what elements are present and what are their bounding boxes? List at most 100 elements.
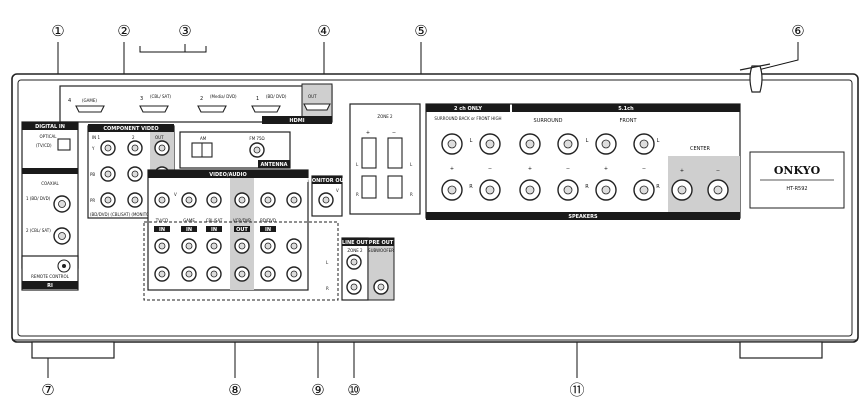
left-foot [31, 341, 115, 359]
callout-5: ⑤ [414, 22, 427, 40]
svg-text:PRE OUT: PRE OUT [369, 240, 394, 246]
svg-text:OUT: OUT [155, 135, 164, 140]
callout-1: ① [51, 22, 64, 40]
hdmi-section: HDMI 4 (GAME) 3 (CBL/ SAT) 2 (Media/ DVD… [59, 83, 333, 124]
callout-9: ⑨ [311, 381, 324, 399]
svg-text:+: + [680, 168, 684, 174]
svg-text:R: R [410, 192, 413, 197]
svg-text:SURROUND BACK or FRONT HIGH: SURROUND BACK or FRONT HIGH [434, 116, 501, 121]
svg-text:ANTENNA: ANTENNA [260, 162, 287, 168]
svg-text:2: 2 [200, 96, 203, 102]
callout-2: ② [117, 22, 130, 40]
svg-text:(Media/ DVD): (Media/ DVD) [210, 94, 237, 99]
svg-text:L: L [470, 138, 473, 144]
hdmi-port-4[interactable] [75, 105, 105, 113]
svg-text:LINE OUT: LINE OUT [342, 240, 369, 246]
zone2-speaker-section: ZONE 2 + − L R L R [349, 103, 421, 215]
svg-text:−: − [488, 166, 492, 172]
brand-logo: ONKYO [774, 164, 821, 177]
svg-text:OPTICAL: OPTICAL [40, 134, 58, 139]
svg-text:+: + [450, 166, 454, 172]
hdmi-port-3[interactable] [139, 105, 169, 113]
callout-6: ⑥ [791, 22, 804, 40]
svg-text:−: − [642, 166, 646, 172]
hdmi-label: HDMI [289, 118, 304, 124]
svg-text:2 ch ONLY: 2 ch ONLY [454, 106, 482, 112]
hdmi-port-1[interactable] [251, 105, 281, 113]
svg-text:1: 1 [256, 96, 259, 102]
svg-text:OUT: OUT [308, 94, 317, 99]
callout-8: ⑧ [228, 381, 241, 399]
svg-text:2 (CBL/ SAT): 2 (CBL/ SAT) [26, 228, 51, 233]
speakers-section: 2 ch ONLY 5.1ch SURROUND BACK or FRONT H… [425, 103, 741, 220]
svg-text:R: R [326, 286, 329, 291]
video-audio-section: VIDEO/AUDIO V TV/CD GAME CBL/SAT VCR/DVR… [143, 169, 339, 301]
model-number: HT-R592 [786, 186, 807, 192]
svg-text:−: − [392, 130, 396, 136]
svg-text:(BD/ DVD): (BD/ DVD) [266, 94, 287, 99]
hdmi-in-4[interactable]: 4 (GAME) [68, 98, 105, 113]
pre-out-section: PRE OUT SUBWOOFER [367, 237, 395, 301]
svg-text:Y: Y [91, 146, 95, 151]
speaker-terminals[interactable] [441, 133, 729, 201]
svg-text:REMOTE CONTROL: REMOTE CONTROL [31, 274, 69, 279]
svg-text:−: − [716, 168, 720, 174]
antenna-section: AM FM 75Ω ANTENNA [179, 131, 291, 169]
svg-text:CENTER: CENTER [690, 146, 711, 152]
hdmi-port-out[interactable] [303, 103, 331, 111]
svg-text:OUT: OUT [236, 227, 248, 233]
zone2-terminals[interactable] [361, 137, 403, 199]
svg-text:TV/CD: TV/CD [155, 218, 168, 223]
svg-text:+: + [528, 166, 532, 172]
hdmi-port-2[interactable] [197, 105, 227, 113]
audio-jacks[interactable] [154, 238, 302, 282]
svg-text:PB: PB [90, 172, 95, 177]
svg-text:IN 1: IN 1 [92, 135, 100, 140]
svg-text:R: R [469, 184, 473, 190]
svg-text:BD/DVD: BD/DVD [260, 218, 276, 223]
monitor-out-section: MONITOR OUT V [307, 175, 348, 217]
remote-control-section: REMOTE CONTROL RI [21, 255, 79, 291]
svg-text:L: L [326, 260, 329, 265]
hdmi-in-3[interactable]: 3 (CBL/ SAT) [139, 94, 171, 113]
right-foot [739, 341, 823, 359]
callouts: ① ② ③ ④ ⑤ ⑥ ⑦ ⑧ ⑨ ⑩ ⑪ [41, 22, 804, 399]
svg-text:L: L [586, 138, 589, 144]
svg-text:+: + [604, 166, 608, 172]
brand-plate: ONKYO HT-R592 [749, 151, 845, 209]
optical-input[interactable] [57, 138, 71, 151]
line-out-section: LINE OUT ZONE 2 L R [326, 237, 369, 301]
svg-text:(BD/DVD) (CBL/SAT) (MONITOR): (BD/DVD) (CBL/SAT) (MONITOR) [90, 212, 154, 217]
svg-text:VCR/DVR: VCR/DVR [233, 218, 251, 223]
svg-text:−: − [566, 166, 570, 172]
svg-text:3: 3 [140, 96, 143, 102]
video-jacks[interactable] [154, 192, 302, 208]
svg-text:FRONT: FRONT [619, 118, 637, 124]
svg-text:R: R [356, 192, 359, 197]
svg-text:ZONE 2: ZONE 2 [347, 248, 363, 253]
hdmi-in-2[interactable]: 2 (Media/ DVD) [197, 94, 237, 113]
svg-text:IN: IN [159, 227, 165, 233]
svg-text:COAXIAL: COAXIAL [41, 181, 59, 186]
svg-text:AM: AM [200, 136, 207, 141]
svg-text:IN: IN [265, 227, 271, 233]
svg-text:IN: IN [186, 227, 192, 233]
svg-text:L: L [356, 162, 359, 167]
video-audio-title: VIDEO/AUDIO [209, 172, 246, 178]
hdmi-out[interactable]: OUT [303, 94, 331, 111]
svg-text:IN: IN [211, 227, 217, 233]
svg-text:R: R [585, 184, 589, 190]
svg-text:(CBL/ SAT): (CBL/ SAT) [150, 94, 171, 99]
callout-10: ⑩ [347, 381, 360, 399]
hdmi-in-1[interactable]: 1 (BD/ DVD) [251, 94, 287, 113]
svg-text:L: L [410, 162, 413, 167]
callout-3: ③ [178, 22, 191, 40]
svg-text:PR: PR [90, 198, 95, 203]
svg-text:R: R [656, 184, 660, 190]
component-video-title: COMPONENT VIDEO [103, 126, 158, 132]
svg-text:5.1ch: 5.1ch [618, 106, 634, 112]
digital-in-section: DIGITAL IN OPTICAL (TV/CD) COAXIAL 1 (BD… [21, 121, 79, 269]
svg-text:V: V [174, 192, 177, 197]
callout-4: ④ [317, 22, 330, 40]
